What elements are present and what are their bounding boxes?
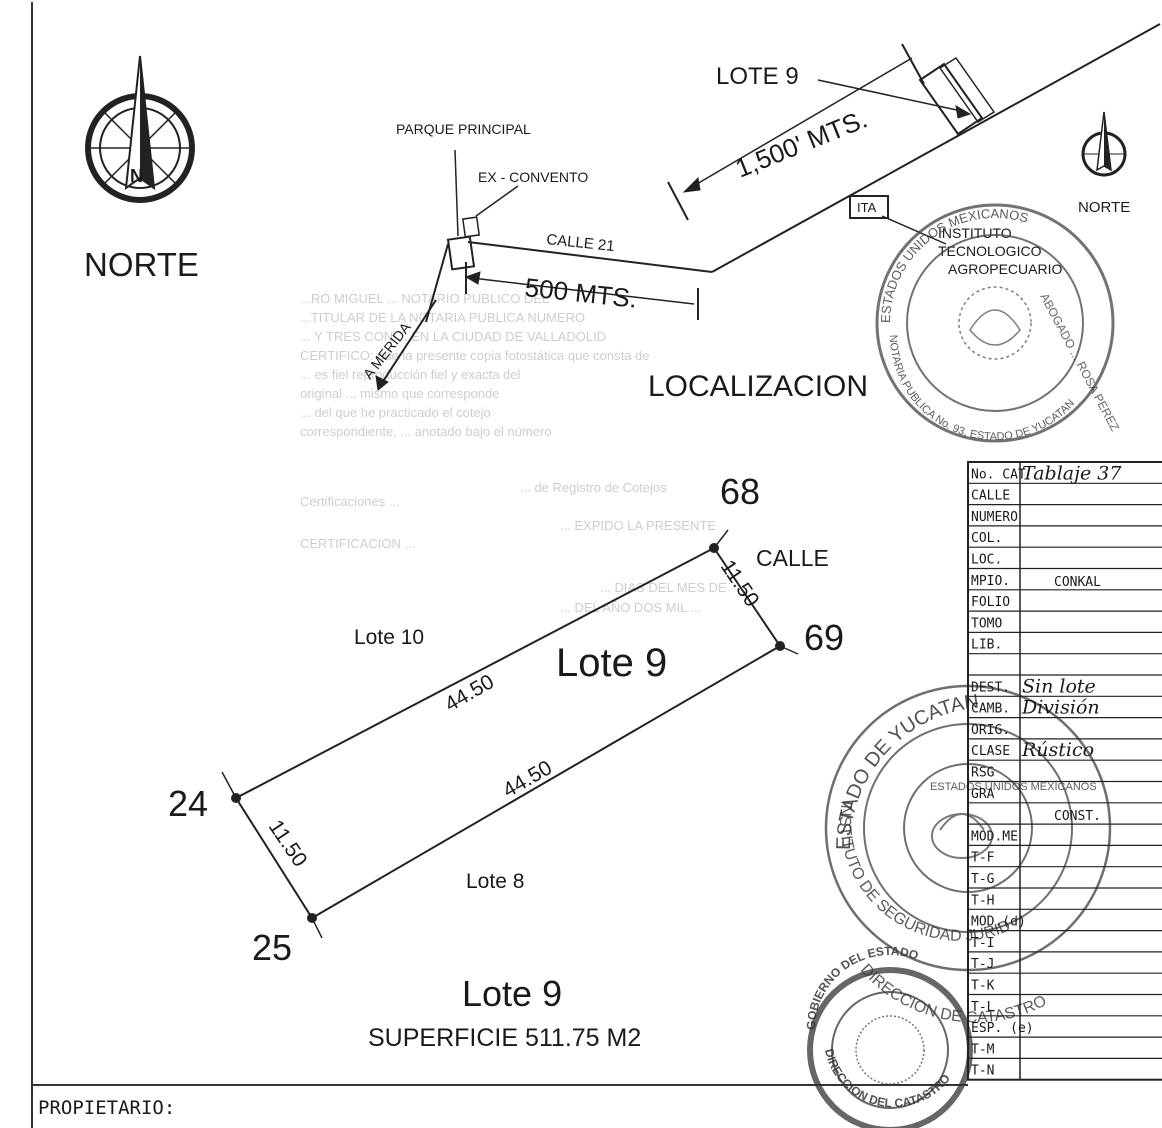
form-row-label: T-F <box>971 851 995 866</box>
government-seal-bottom: DIRECCION DEL CATASTRO <box>822 1047 953 1110</box>
side-top-dimension: 44.50 <box>441 670 498 716</box>
form-row-value: CONST. <box>1054 809 1101 824</box>
notary-text-line: correspondiente, ... anotado bajo el núm… <box>300 424 552 439</box>
notary-text-line: ... es fiel reproducción fiel y exacta d… <box>300 367 521 382</box>
lot-title: Lote 9 <box>462 973 562 1014</box>
form-row-label: T-G <box>971 872 995 887</box>
ex-convento-label: EX - CONVENTO <box>478 169 588 185</box>
notary-seal-number: NOTARIA PUBLICA No. 93, ESTADO DE YUCATA… <box>887 335 1077 443</box>
notary-text-line: CERTIFICACION ... <box>300 536 415 551</box>
government-seal-top: GOBIERNO DEL ESTADO <box>804 944 920 1030</box>
form-row-label: LIB. <box>971 638 1002 653</box>
notary-seal-icon <box>875 203 1115 443</box>
lot-surface: SUPERFICIE 511.75 M2 <box>368 1024 641 1052</box>
distance-500-label: 500 MTS. <box>523 272 638 314</box>
government-seal-text: GOBIERNO DEL ESTADO <box>804 944 920 1030</box>
form-row-label: MOD.(d) <box>971 915 1026 930</box>
catastro-seal-inner: ESTADOS UNIDOS MEXICANOS <box>930 781 1097 793</box>
corner-point-24 <box>231 793 241 803</box>
lot-polygon <box>221 529 799 939</box>
side-bottom-dimension: 44.50 <box>499 756 556 802</box>
catastro-seal-text: ESTADO DE YUCATAN <box>833 691 980 851</box>
side-left-dimension: 11.50 <box>264 816 312 871</box>
owner-label: PROPIETARIO: <box>38 1097 175 1119</box>
ita-label: ITA <box>857 200 877 215</box>
form-row-value: División <box>1021 697 1100 719</box>
form-row-label: CALLE <box>971 489 1010 504</box>
instituto-label: TECNOLOGICO <box>938 243 1042 259</box>
neighbor-south-label: Lote 8 <box>466 870 524 893</box>
notary-text-line: ... Y TRES CON ... EN LA CIUDAD DE VALLA… <box>300 329 606 344</box>
map-lote-9-label: LOTE 9 <box>716 63 799 90</box>
form-row-label: MPIO. <box>971 574 1010 589</box>
notary-certification-text: ...RO MIGUEL ... NOTARIO PUBLICO DEL ...… <box>300 291 727 615</box>
notary-text-line: original ... mismo que corresponde <box>300 386 499 401</box>
corner-label-25: 25 <box>252 927 292 968</box>
form-row-label: T-M <box>971 1042 995 1057</box>
form-row-label: T-N <box>971 1064 994 1079</box>
form-row-label: CLASE <box>971 744 1010 759</box>
instituto-label: INSTITUTO <box>938 225 1012 241</box>
notary-text-line: ... DEL AÑO DOS MIL ... <box>560 600 701 615</box>
form-row-value: CONKAL <box>1054 575 1101 590</box>
form-row-label: T-J <box>971 957 994 972</box>
notary-text-line: ...TITULAR DE LA NOTARIA PUBLICA NUMERO <box>300 310 585 325</box>
form-row-label: NUMERO <box>971 510 1018 525</box>
form-row-value: Rústico <box>1021 739 1094 761</box>
lot-center-label: Lote 9 <box>556 641 667 685</box>
north-label: NORTE <box>84 246 199 283</box>
form-row-label: ORIG. <box>971 723 1010 738</box>
corner-point-69 <box>775 641 785 651</box>
parque-label: PARQUE PRINCIPAL <box>396 121 531 137</box>
neighbor-north-label: Lote 10 <box>354 626 424 649</box>
form-row-label: COL. <box>971 531 1002 546</box>
distance-1500-label: 1,500' MTS. <box>731 104 871 184</box>
corner-point-68 <box>709 543 719 553</box>
catastro-seal-state: ESTADO DE YUCATAN <box>833 691 980 851</box>
form-row-value: Tablaje 37 <box>1022 462 1122 484</box>
north-compass-icon: N <box>85 55 195 203</box>
corner-label-24: 24 <box>168 783 208 824</box>
notary-text-line: ...RO MIGUEL ... NOTARIO PUBLICO DEL <box>300 291 549 306</box>
location-map <box>375 23 1161 391</box>
government-seal-icon <box>807 967 973 1128</box>
calle-21-label: CALLE 21 <box>546 231 616 255</box>
notary-seal-text: NOTARIA PUBLICA No. 93, ESTADO DE YUCATA… <box>887 335 1077 443</box>
form-row-label: MOD.ME <box>971 829 1018 844</box>
notary-text-line: ... del que he practicado el cotejo <box>300 405 491 420</box>
corner-point-25 <box>307 913 317 923</box>
form-row-label: RSG <box>971 766 995 781</box>
form-row-label: TOMO <box>971 616 1002 631</box>
street-label: CALLE <box>756 545 829 571</box>
government-seal-text: DIRECCION DEL CATASTRO <box>822 1047 953 1110</box>
corner-label-69: 69 <box>804 617 844 658</box>
notary-text-line: ... de Registro de Cotejos <box>520 480 667 495</box>
north-compass-small-icon <box>1081 111 1127 177</box>
form-row-label: GRA <box>971 787 995 802</box>
notary-text-line: ... DIAS DEL MES DE <box>600 580 727 595</box>
form-row-label: No. CAT <box>971 467 1026 482</box>
form-row-label: T-I <box>971 936 994 951</box>
form-row-label: DEST. <box>971 680 1010 695</box>
form-row-label: T-H <box>971 893 994 908</box>
notary-text-line: Certificaciones ... <box>300 494 400 509</box>
localizacion-title: LOCALIZACION <box>648 370 868 403</box>
form-row-label: ESP. (e) <box>971 1021 1034 1036</box>
notary-text-line: CERTIFICO: que la presente copia fotostá… <box>300 348 650 363</box>
form-row-label: T-K <box>971 979 995 994</box>
svg-text:N: N <box>130 166 143 186</box>
form-row-label: FOLIO <box>971 595 1010 610</box>
form-row-label: LOC. <box>971 553 1002 568</box>
instituto-label: AGROPECUARIO <box>948 261 1062 277</box>
north-small-label: NORTE <box>1078 199 1130 216</box>
form-row-value: Sin lote <box>1022 675 1096 697</box>
notary-text-line: ... EXPIDO LA PRESENTE <box>560 518 716 533</box>
form-row-label: T-L <box>971 1000 995 1015</box>
corner-label-68: 68 <box>720 471 760 512</box>
notary-seal-name: ABOGADO ... ROSA PEREZ <box>1037 291 1122 434</box>
form-row-label: CAMB. <box>971 702 1010 717</box>
